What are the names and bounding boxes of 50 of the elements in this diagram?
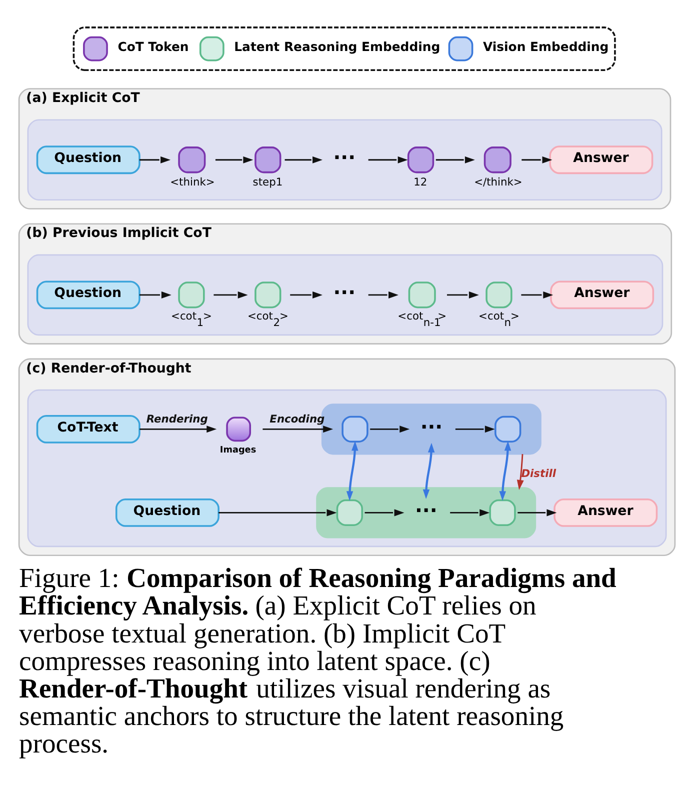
arrow: [218, 508, 337, 516]
node-box: Answer: [550, 280, 654, 309]
legend-label: Vision Embedding: [482, 38, 609, 54]
node-label: 12: [414, 174, 428, 188]
node-text: ···: [414, 498, 438, 522]
node-box: Question: [115, 498, 220, 526]
node-label: <think>: [170, 174, 215, 188]
node-box: Question: [36, 280, 140, 309]
arrow: [284, 156, 322, 163]
arrow: [140, 425, 217, 432]
arrow: [455, 425, 495, 432]
node-box: Answer: [554, 498, 658, 526]
cluster: [27, 254, 664, 336]
arrow: [139, 290, 172, 298]
node-box: Question: [36, 145, 140, 174]
arrow: [215, 156, 254, 163]
node-box: Answer: [549, 145, 654, 174]
node-label: </think>: [474, 174, 522, 188]
arrow: [436, 156, 475, 163]
node-label: Images: [220, 444, 256, 455]
arrow: [290, 290, 322, 298]
arrow: [516, 454, 524, 490]
legend-label: CoT Token: [118, 38, 189, 54]
edge-label: Encoding: [270, 412, 325, 426]
caption: Figure 1: Comparison of Reasoning Paradigms and Efficiency Analysis. (a) Explicit CoT relies on verbose textual generation. (b) Implicit CoT compresses reasoning into latent space. (c) Render-of-Thought utilizes visual rendering as semantic anchors to structure the latent reasoning process.: [19, 562, 616, 758]
arrow: [214, 290, 248, 298]
arrow: [262, 425, 334, 432]
arrow: [499, 440, 512, 500]
arrow: [370, 425, 410, 432]
node-text: ···: [420, 414, 443, 438]
arrow: [346, 440, 358, 500]
arrow: [521, 290, 554, 298]
node-text: ···: [333, 145, 356, 168]
cluster: [27, 118, 662, 200]
arrow: [446, 290, 479, 298]
edge-label: Distill: [521, 466, 556, 480]
node-text: ···: [333, 280, 356, 304]
arrow: [139, 156, 171, 163]
arrow: [368, 290, 398, 298]
arrow: [522, 156, 552, 163]
arrow: [368, 156, 408, 163]
legend-label: Latent Reasoning Embedding: [234, 38, 440, 54]
arrow: [422, 442, 435, 499]
edge-label: Rendering: [146, 412, 208, 426]
node-box: CoT-Text: [36, 414, 140, 443]
cluster: [27, 388, 667, 547]
arrow: [364, 508, 404, 516]
arrow: [518, 508, 557, 516]
node-label: step1: [252, 174, 283, 188]
arrow: [450, 508, 490, 516]
